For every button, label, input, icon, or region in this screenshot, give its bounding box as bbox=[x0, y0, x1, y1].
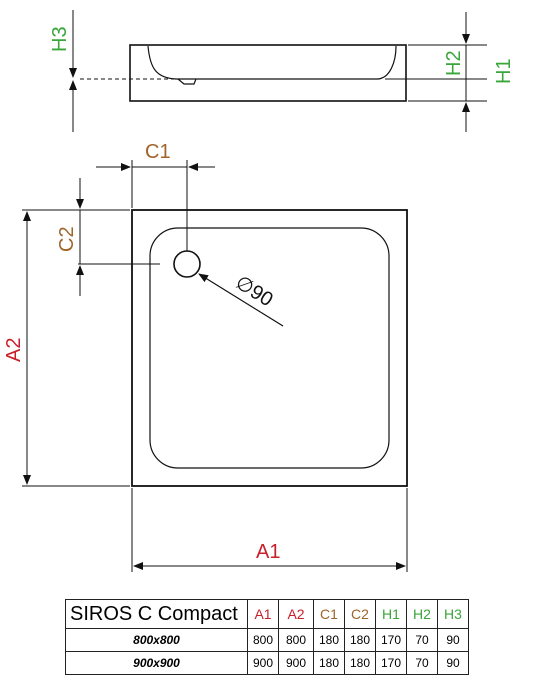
c1-label: C1 bbox=[145, 141, 171, 163]
cell-h3: 90 bbox=[437, 651, 469, 675]
cell-c1: 180 bbox=[313, 628, 345, 652]
tray-side-outline bbox=[129, 44, 407, 102]
table-header-row: SIROS C Compact A1 A2 C1 C2 H1 H2 H3 bbox=[65, 599, 469, 629]
drain-circle bbox=[173, 250, 201, 278]
tray-inner-profile bbox=[147, 45, 397, 80]
cell-h1: 170 bbox=[375, 651, 407, 675]
drain-outlet-profile bbox=[177, 78, 197, 85]
cell-h3: 90 bbox=[437, 628, 469, 652]
a2-label: A2 bbox=[3, 338, 25, 362]
cell-a2: 800 bbox=[278, 628, 314, 652]
cell-a2: 900 bbox=[278, 651, 314, 675]
model-name: 800x800 bbox=[65, 628, 248, 652]
header-h2: H2 bbox=[406, 599, 438, 629]
cell-c2: 180 bbox=[344, 651, 376, 675]
model-name: 900x900 bbox=[65, 651, 248, 675]
h3-label: H3 bbox=[49, 26, 71, 52]
cell-c1: 180 bbox=[313, 651, 345, 675]
cell-h2: 70 bbox=[406, 651, 438, 675]
cell-a1: 900 bbox=[247, 651, 279, 675]
header-c2: C2 bbox=[344, 599, 376, 629]
top-view bbox=[22, 160, 408, 572]
header-h3: H3 bbox=[437, 599, 469, 629]
cell-c2: 180 bbox=[344, 628, 376, 652]
spec-table: SIROS C Compact A1 A2 C1 C2 H1 H2 H3 800… bbox=[65, 599, 469, 675]
table-row: 900x900 900 900 180 180 170 70 90 bbox=[65, 651, 469, 675]
drain-leader-line bbox=[198, 273, 284, 327]
tray-outer-outline bbox=[131, 209, 408, 487]
header-h1: H1 bbox=[375, 599, 407, 629]
table-title: SIROS C Compact bbox=[65, 599, 248, 629]
drain-diameter-label: ∅90 bbox=[231, 272, 276, 312]
c2-label: C2 bbox=[56, 226, 78, 252]
header-a2: A2 bbox=[278, 599, 314, 629]
header-c1: C1 bbox=[313, 599, 345, 629]
tray-basin-outline bbox=[149, 227, 390, 469]
table-row: 800x800 800 800 180 180 170 70 90 bbox=[65, 628, 469, 652]
cell-h1: 170 bbox=[375, 628, 407, 652]
side-view bbox=[69, 10, 487, 132]
cell-a1: 800 bbox=[247, 628, 279, 652]
h1-label: H1 bbox=[493, 58, 515, 84]
header-a1: A1 bbox=[247, 599, 279, 629]
cell-h2: 70 bbox=[406, 628, 438, 652]
h2-label: H2 bbox=[443, 50, 465, 76]
a1-label: A1 bbox=[256, 541, 280, 563]
